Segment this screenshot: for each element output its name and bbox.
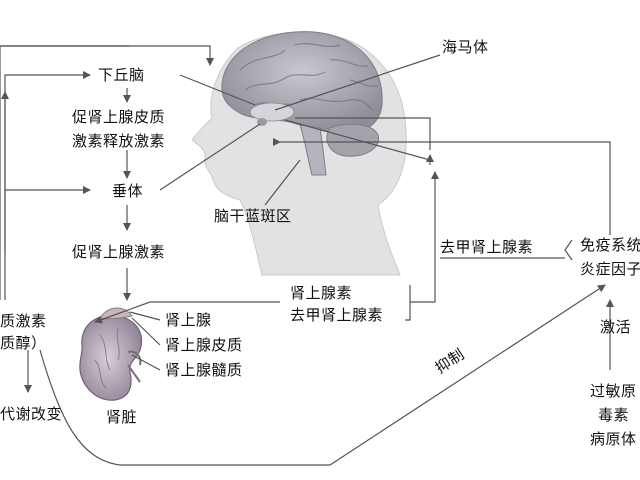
label-immune-line2: 炎症因子 [580, 260, 640, 278]
kidney-illustration [79, 307, 143, 401]
label-cortisol-line1: 质激素 [0, 312, 47, 330]
label-cortisol-line2: 质醇） [0, 334, 47, 352]
label-allergen: 过敏原 [590, 382, 637, 400]
label-crh-line1: 促肾上腺皮质 [72, 108, 166, 126]
label-brainstem-locus: 脑干蓝斑区 [214, 207, 292, 225]
label-pathogen: 病原体 [590, 430, 637, 448]
label-hippocampus: 海马体 [442, 38, 489, 56]
label-toxin: 毒素 [598, 406, 630, 424]
label-adrenal-cortex: 肾上腺皮质 [165, 336, 243, 354]
adrenal-gland [99, 307, 133, 320]
label-kidney: 肾脏 [106, 408, 138, 426]
label-acth: 促肾上腺激素 [72, 243, 166, 261]
brainstem [299, 124, 327, 176]
label-norepinephrine-top: 去甲肾上腺素 [440, 238, 534, 256]
cerebellum [326, 123, 380, 157]
brain-gyri [239, 42, 379, 111]
head-illustration [191, 31, 407, 276]
label-hypothalamus: 下丘脑 [96, 66, 147, 84]
label-metabolic: 代谢改变 [0, 405, 63, 423]
label-immune-line1: 免疫系统 [580, 236, 640, 254]
label-adrenal: 肾上腺 [165, 311, 212, 329]
label-pituitary: 垂体 [110, 182, 146, 200]
label-stimulate: 激活 [600, 318, 632, 336]
label-adrenaline: 肾上腺素 [290, 284, 353, 302]
label-adrenal-medulla: 肾上腺髓质 [165, 361, 243, 379]
label-crh-line2: 激素释放激素 [72, 132, 166, 150]
connection-lines [0, 45, 614, 466]
label-noradrenaline: 去甲肾上腺素 [290, 306, 384, 324]
